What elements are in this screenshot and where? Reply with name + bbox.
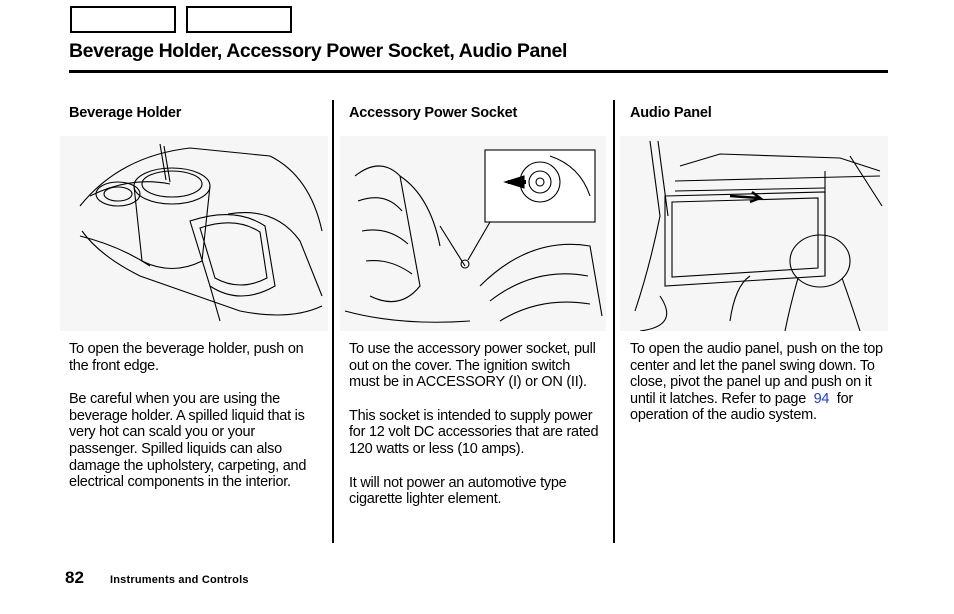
- column-divider: [613, 100, 615, 543]
- paragraph: To use the accessory power socket, pull …: [349, 341, 596, 391]
- section-heading-audio-panel: Audio Panel: [630, 105, 712, 121]
- section-name: Instruments and Controls: [110, 574, 249, 586]
- page-number: 82: [65, 568, 84, 587]
- page-link[interactable]: 94: [813, 390, 830, 407]
- paragraph-text: for operation of the audio system.: [630, 390, 853, 424]
- power-socket-text: To use the accessory power socket, pull …: [349, 341, 601, 525]
- beverage-holder-text: To open the beverage holder, push on the…: [69, 341, 325, 508]
- title-rule: [69, 70, 888, 73]
- beverage-holder-illustration: [60, 136, 328, 331]
- column-divider: [332, 100, 334, 543]
- paragraph: To open the beverage holder, push on the…: [69, 341, 304, 374]
- paragraph: To open the audio panel, push on the top…: [630, 341, 892, 424]
- audio-panel-text: To open the audio panel, push on the top…: [630, 341, 892, 441]
- power-socket-illustration: [340, 136, 606, 331]
- paragraph: Be careful when you are using the bevera…: [69, 391, 307, 491]
- section-heading-beverage-holder: Beverage Holder: [69, 105, 182, 121]
- nav-forward-button[interactable]: [186, 6, 292, 33]
- section-heading-accessory-power-socket: Accessory Power Socket: [349, 105, 518, 121]
- nav-back-button[interactable]: [70, 6, 176, 33]
- audio-panel-illustration: [620, 136, 888, 331]
- page-title: Beverage Holder, Accessory Power Socket,…: [69, 40, 567, 62]
- paragraph-text: To open the audio panel, push on the top…: [630, 341, 883, 407]
- paragraph: This socket is intended to supply power …: [349, 407, 599, 457]
- paragraph: It will not power an automotive type cig…: [349, 474, 567, 508]
